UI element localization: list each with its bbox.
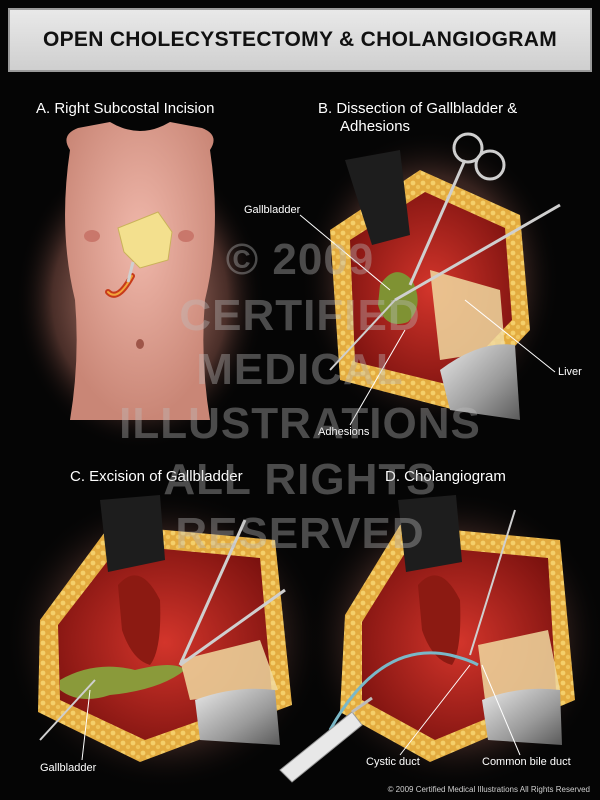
panel-b-surgical-field <box>300 130 561 430</box>
panel-d-surgical-field <box>279 490 600 790</box>
watermark-line-3: MEDICAL <box>196 345 404 394</box>
title-bar: OPEN CHOLECYSTECTOMY & CHOLANGIOGRAM <box>8 8 592 72</box>
watermark-line-2: CERTIFIED <box>179 291 421 340</box>
label-gallbladder-c: Gallbladder <box>40 762 97 774</box>
label-common-bile-duct: Common bile duct <box>482 756 571 768</box>
label-gallbladder-b: Gallbladder <box>244 204 301 216</box>
label-cystic-duct: Cystic duct <box>366 756 420 768</box>
panel-a-title: A. Right Subcostal Incision <box>36 100 215 117</box>
copyright-notice: © 2009 Certified Medical Illustrations A… <box>387 785 590 794</box>
label-liver: Liver <box>558 366 582 378</box>
label-adhesions: Adhesions <box>318 426 370 438</box>
watermark-line-4: ILLUSTRATIONS <box>119 399 481 448</box>
torso-figure <box>15 122 265 450</box>
panel-b-title-line1: B. Dissection of Gallbladder & <box>318 100 518 117</box>
watermark-line-6: RESERVED <box>175 509 425 558</box>
panel-b-title-line2: Adhesions <box>340 118 411 135</box>
panel-c-title: C. Excision of Gallbladder <box>70 468 243 485</box>
panel-d-title: D. Cholangiogram <box>385 468 506 485</box>
watermark-line-1: © 2009 <box>225 235 375 284</box>
label-leader-lines <box>81 214 556 761</box>
page-title: OPEN CHOLECYSTECTOMY & CHOLANGIOGRAM <box>42 28 558 51</box>
panel-c-surgical-field <box>5 490 325 790</box>
watermark-line-5: ALL RIGHTS <box>163 455 437 504</box>
